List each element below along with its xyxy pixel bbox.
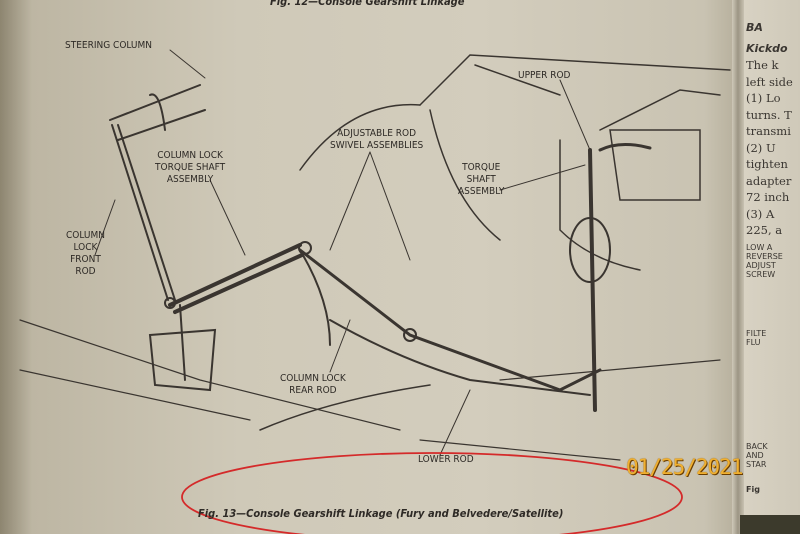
figure-13-caption: Fig. 13—Console Gearshift Linkage (Fury … xyxy=(198,507,564,520)
text-line: adapter xyxy=(746,173,792,188)
text-line: left side xyxy=(746,74,793,89)
text-line: transmi xyxy=(746,124,791,138)
label-torque-shaft-assembly: TORQUE SHAFT ASSEMBLY xyxy=(458,162,504,198)
column-lock-front-rod-line xyxy=(111,124,176,301)
label-line: COLUMN LOCK xyxy=(157,150,223,161)
label-line: ASSEMBLY xyxy=(458,186,505,197)
right-page-text: BA Kickdo The k left side (1) Lo turns. … xyxy=(746,20,800,494)
label-line: TORQUE xyxy=(462,162,501,173)
text-line: (1) Lo xyxy=(746,91,781,105)
label-upper-rod: UPPER ROD xyxy=(518,70,571,81)
label-line: SHAFT xyxy=(466,174,496,185)
text-line: STAR xyxy=(746,459,767,469)
label-line: COLUMN xyxy=(66,230,105,241)
text-line: LOW A xyxy=(746,242,773,252)
swivel-hub xyxy=(569,217,611,283)
text-line: (2) U xyxy=(746,140,776,155)
floor-lines xyxy=(19,319,721,461)
torque-shaft-line xyxy=(588,148,597,412)
label-line: LOCK xyxy=(73,242,98,253)
text-line: BA xyxy=(746,21,763,34)
text-line: 72 inch xyxy=(746,190,790,204)
column-lock-torque-shaft-line xyxy=(168,243,304,314)
label-line: TORQUE SHAFT xyxy=(155,162,226,173)
text-line: Kickdo xyxy=(746,41,788,55)
label-line: ASSEMBLY xyxy=(166,174,214,185)
label-column-lock-torque-shaft: COLUMN LOCK TORQUE SHAFT ASSEMBLY xyxy=(155,150,225,186)
text-line: FLU xyxy=(746,337,761,347)
text-line: SCREW xyxy=(746,269,776,279)
leader-lines xyxy=(94,49,591,456)
text-line: turns. T xyxy=(746,107,792,122)
label-adjustable-rod-swivel: ADJUSTABLE ROD SWIVEL ASSEMBLIES xyxy=(330,128,423,152)
swivel-joint xyxy=(403,328,417,342)
text-line: BACK xyxy=(746,441,768,451)
lower-rod-line xyxy=(329,319,591,396)
label-steering-column: STEERING COLUMN xyxy=(65,40,152,51)
swivel-rod xyxy=(298,248,602,392)
label-line: FRONT xyxy=(70,254,101,265)
background-surface xyxy=(740,515,800,534)
text-line: REVERSE xyxy=(746,251,783,261)
page-fold xyxy=(732,0,744,534)
text-line: 225, a xyxy=(746,223,783,237)
label-column-lock-front-rod: COLUMN LOCK FRONT ROD xyxy=(66,230,105,278)
bracket xyxy=(148,304,217,392)
pivot-joint xyxy=(164,297,176,309)
label-line: ADJUSTABLE ROD xyxy=(337,128,417,139)
column-lock-rear-rod-line xyxy=(299,249,331,346)
text-line: Fig xyxy=(746,484,760,494)
label-lower-rod: LOWER ROD xyxy=(418,454,474,465)
figure-12-caption: Fig. 12—Console Gearshift Linkage xyxy=(270,0,465,8)
date-stamp: 01/25/2021 xyxy=(626,455,743,479)
upper-rod-line xyxy=(598,143,652,152)
console-outline xyxy=(419,54,731,201)
label-line: SWIVEL ASSEMBLIES xyxy=(330,140,424,151)
text-line: ADJUST xyxy=(746,260,776,270)
label-line: ROD xyxy=(75,266,96,277)
text-line: FILTE xyxy=(746,328,767,338)
text-line: AND xyxy=(746,450,764,460)
text-line: The k xyxy=(746,58,779,72)
label-line: COLUMN LOCK xyxy=(280,373,346,384)
steering-column-shape xyxy=(109,84,206,141)
label-line: REAR ROD xyxy=(289,385,337,396)
red-annotation-ellipse xyxy=(181,452,683,534)
swivel-joint xyxy=(298,241,312,255)
text-line: (3) A xyxy=(746,206,775,221)
label-column-lock-rear-rod: COLUMN LOCK REAR ROD xyxy=(280,373,346,397)
body-outline xyxy=(259,103,641,431)
text-line: tighten xyxy=(746,157,788,171)
